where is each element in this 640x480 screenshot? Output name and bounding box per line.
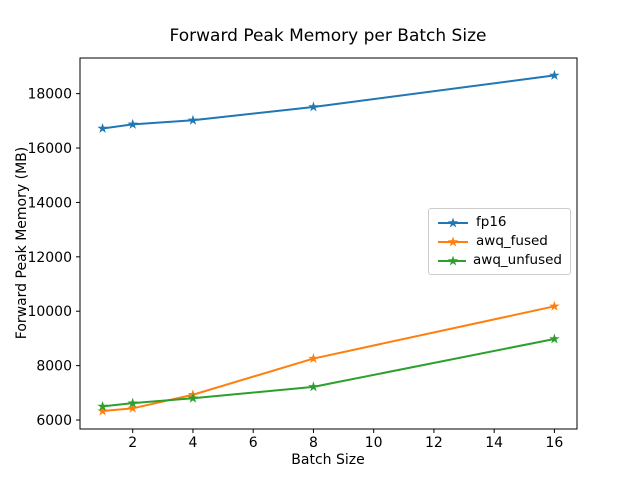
- legend-handle-awq_unfused: [438, 255, 467, 265]
- series-marker-awq_unfused: [97, 400, 108, 411]
- series-marker-awq_unfused: [308, 381, 319, 392]
- series-marker-awq_fused: [97, 405, 108, 416]
- series-marker-awq_fused: [127, 402, 138, 413]
- y-axis-label: Forward Peak Memory (MB): [14, 146, 30, 340]
- series-marker-fp16: [549, 69, 560, 80]
- x-tick-label: 4: [188, 435, 197, 451]
- legend-label: awq_unfused: [473, 252, 562, 268]
- legend-item-fp16: fp16: [437, 213, 562, 232]
- chart-title: Forward Peak Memory per Batch Size: [169, 26, 487, 46]
- y-tick-label: 6000: [36, 413, 72, 429]
- x-tick-label: 14: [485, 435, 503, 451]
- x-axis-label: Batch Size: [291, 452, 365, 468]
- y-tick-label: 16000: [27, 141, 72, 157]
- x-tick-label: 2: [128, 435, 137, 451]
- x-tick-label: 10: [365, 435, 383, 451]
- legend-star-icon: [447, 255, 459, 265]
- series-line-fp16: [102, 74, 555, 130]
- series-marker-awq_fused: [308, 353, 319, 363]
- y-tick-label: 8000: [36, 359, 72, 375]
- x-tick-label: 8: [309, 435, 318, 451]
- legend-label: awq_fused: [476, 233, 548, 249]
- series-marker-fp16: [308, 101, 319, 112]
- series-line-awq_fused: [102, 305, 555, 413]
- legend: fp16 awq_fused awq_unfused: [428, 208, 571, 275]
- series-marker-fp16: [187, 114, 199, 125]
- x-tick-label: 12: [425, 435, 443, 451]
- series-marker-fp16: [97, 122, 108, 133]
- legend-star-icon: [447, 236, 459, 246]
- legend-label: fp16: [476, 214, 507, 230]
- series-marker-awq_unfused: [187, 392, 199, 403]
- y-tick-label: 12000: [27, 250, 72, 266]
- axes-spines: [79, 57, 578, 430]
- y-tick-label: 14000: [27, 195, 72, 211]
- x-tick-label: 6: [249, 435, 258, 451]
- x-tick-label: 16: [545, 435, 563, 451]
- series-line-awq_unfused: [102, 337, 555, 408]
- legend-handle-awq_fused: [438, 236, 468, 246]
- legend-item-awq_fused: awq_fused: [437, 232, 562, 251]
- series-marker-awq_unfused: [549, 333, 560, 344]
- series-marker-fp16: [127, 118, 138, 129]
- series-marker-awq_unfused: [127, 397, 138, 408]
- legend-star-icon: [447, 217, 459, 227]
- legend-handle-fp16: [438, 217, 468, 227]
- y-tick-label: 18000: [27, 87, 72, 103]
- y-tick-label: 10000: [27, 304, 72, 320]
- legend-item-awq_unfused: awq_unfused: [437, 251, 562, 270]
- series-marker-awq_fused: [549, 300, 560, 311]
